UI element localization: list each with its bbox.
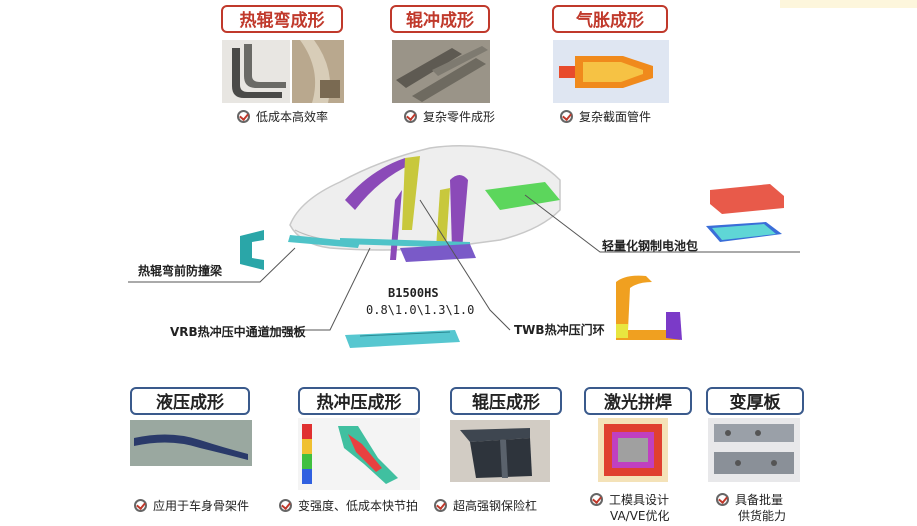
label-material: B1500HS xyxy=(388,286,439,300)
caption-body-frame: 应用于车身骨架件 xyxy=(134,497,249,514)
laser-welding-image xyxy=(598,418,668,482)
check-gear-icon xyxy=(716,493,729,506)
check-gear-icon xyxy=(134,499,147,512)
caption-vave: VA/VE优化 xyxy=(610,509,670,523)
door-ring-image xyxy=(616,275,682,340)
corner-decoration xyxy=(780,0,917,8)
battery-pack-image xyxy=(706,184,784,242)
process-title-gas-forming: 气胀成形 xyxy=(552,5,668,33)
gas-forming-simulation-image xyxy=(553,40,669,103)
process-title-laser-welding: 激光拼焊 xyxy=(584,387,692,415)
check-gear-icon xyxy=(434,499,447,512)
car-body-diagram xyxy=(128,145,800,348)
check-gear-icon xyxy=(279,499,292,512)
process-title-hot-roll-bending: 热辊弯成形 xyxy=(221,5,343,33)
caption-text: 低成本高效率 xyxy=(256,110,329,124)
process-title-hydroforming: 液压成形 xyxy=(130,387,250,415)
caption-batch-supply: 具备批量 xyxy=(716,491,783,508)
label-battery-pack: 轻量化钢制电池包 xyxy=(602,239,699,253)
caption-bumper: 超高强钢保险杠 xyxy=(434,497,537,514)
check-gear-icon xyxy=(237,110,250,123)
process-title-roll-forming: 辊压成形 xyxy=(450,387,562,415)
process-title-roll-stamping: 辊冲成形 xyxy=(390,5,490,33)
caption-tool-design: 工模具设计 xyxy=(590,491,669,508)
caption-low-cost: 低成本高效率 xyxy=(237,108,328,125)
caption-complex-parts: 复杂零件成形 xyxy=(404,108,495,125)
process-title-variable-thickness: 变厚板 xyxy=(706,387,804,415)
label-thickness: 0.8\1.0\1.3\1.0 xyxy=(366,303,475,317)
roll-stamping-image xyxy=(392,40,490,103)
variable-thickness-image xyxy=(708,418,800,482)
hot-roll-bending-part-image xyxy=(292,40,344,103)
caption-text: 工模具设计 xyxy=(609,493,670,507)
caption-variable-strength: 变强度、低成本快节拍 xyxy=(279,497,418,514)
caption-supply-ability: 供货能力 xyxy=(738,509,787,523)
caption-text: 超高强钢保险杠 xyxy=(453,499,538,513)
caption-text: 应用于车身骨架件 xyxy=(153,499,250,513)
caption-text: 变强度、低成本快节拍 xyxy=(298,499,419,513)
hydroforming-image xyxy=(130,420,252,466)
caption-text: 复杂截面管件 xyxy=(579,110,652,124)
roll-forming-image xyxy=(450,420,550,482)
caption-text: 具备批量 xyxy=(735,493,784,507)
label-front-beam: 热辊弯前防撞梁 xyxy=(138,264,223,278)
check-gear-icon xyxy=(560,110,573,123)
process-title-hot-stamping: 热冲压成形 xyxy=(298,387,420,415)
check-gear-icon xyxy=(404,110,417,123)
check-gear-icon xyxy=(590,493,603,506)
label-door-ring: TWB热冲压门环 xyxy=(514,323,605,337)
label-tunnel: VRB热冲压中通道加强板 xyxy=(170,325,306,339)
caption-text: 复杂零件成形 xyxy=(423,110,496,124)
caption-complex-tubes: 复杂截面管件 xyxy=(560,108,651,125)
hot-stamping-simulation-image xyxy=(298,418,420,490)
hot-roll-bending-image xyxy=(222,40,290,103)
